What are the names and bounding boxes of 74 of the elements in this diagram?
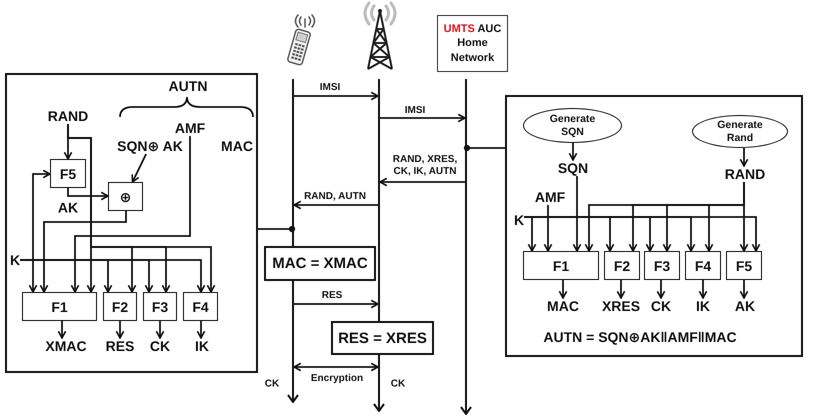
arrow — [131, 154, 147, 183]
function-box: F1 — [22, 292, 97, 321]
arrow — [70, 136, 191, 293]
arrow — [58, 321, 66, 339]
output-label: CK — [650, 298, 672, 314]
panel — [505, 95, 803, 357]
output-label: IK — [696, 298, 710, 314]
comparison-box: MAC = XMAC — [264, 246, 376, 281]
arrow — [20, 259, 206, 293]
generator-ellipse: Generate SQN — [523, 108, 622, 143]
arrow — [740, 280, 748, 299]
comparison-box: RES = XRES — [331, 321, 434, 355]
output-label: RES — [106, 338, 134, 354]
function-box: F3 — [143, 292, 177, 321]
output-label: MAC — [547, 298, 579, 314]
input-label: RAND — [48, 108, 88, 124]
key-label: K — [514, 212, 524, 228]
input-label: SQN⊕ AK — [117, 138, 183, 154]
lifeline — [465, 79, 467, 414]
function-box: F5 — [726, 251, 762, 280]
function-box: F4 — [183, 292, 218, 321]
edge-label: RAND, AUTN — [303, 191, 367, 203]
arrow — [572, 176, 582, 252]
formula-text: AUTN = SQN⊕AK‖AMF‖MAC — [543, 328, 737, 346]
arrow — [558, 280, 568, 299]
panel — [5, 73, 258, 373]
arrow — [156, 321, 164, 339]
arrow — [116, 321, 124, 339]
output-label: AK — [734, 298, 756, 314]
xor-box: ⊕ — [108, 182, 143, 211]
function-box: F2 — [103, 292, 137, 321]
input-label: AMF — [174, 120, 206, 136]
function-box: F5 — [50, 159, 86, 188]
arrow — [294, 300, 379, 308]
network-box: UMTS AUC Home Network — [437, 15, 508, 72]
bracket-label: AUTN — [168, 78, 208, 94]
connector-line — [464, 144, 505, 152]
output-label: XMAC — [45, 338, 87, 354]
function-box: F2 — [604, 251, 640, 280]
arrow — [67, 188, 109, 200]
key-label: K — [10, 252, 20, 268]
arrow — [294, 92, 379, 100]
arrow — [40, 211, 127, 293]
connector-line — [258, 226, 296, 232]
arrow — [544, 205, 552, 252]
generator-ellipse: Generate Rand — [692, 115, 788, 148]
input-label: RAND — [724, 166, 766, 182]
arrow — [67, 124, 216, 293]
arrow — [656, 280, 666, 299]
arrow — [293, 200, 378, 210]
arrow — [293, 362, 379, 372]
lifeline — [292, 79, 294, 402]
field-label: MAC — [221, 138, 253, 154]
function-box: F3 — [644, 251, 680, 280]
input-label: SQN — [558, 160, 588, 176]
function-box: F1 — [523, 251, 599, 280]
output-label: IK — [195, 338, 209, 354]
arrow — [379, 178, 465, 186]
arrow — [616, 280, 626, 299]
arrow — [196, 321, 206, 339]
arrow — [740, 148, 748, 167]
arrow — [380, 114, 466, 122]
arrow — [524, 216, 760, 252]
edge-label: Encryption — [310, 373, 364, 385]
key-label: CK — [264, 378, 280, 390]
function-box: F4 — [685, 251, 721, 280]
output-label: CK — [150, 338, 170, 354]
key-label: CK — [390, 378, 406, 390]
output-label: XRES — [602, 298, 640, 314]
input-label: AMF — [534, 188, 566, 206]
arrow — [740, 182, 748, 252]
lifeline — [378, 79, 380, 411]
arrow — [698, 280, 708, 299]
arrow — [568, 143, 578, 161]
